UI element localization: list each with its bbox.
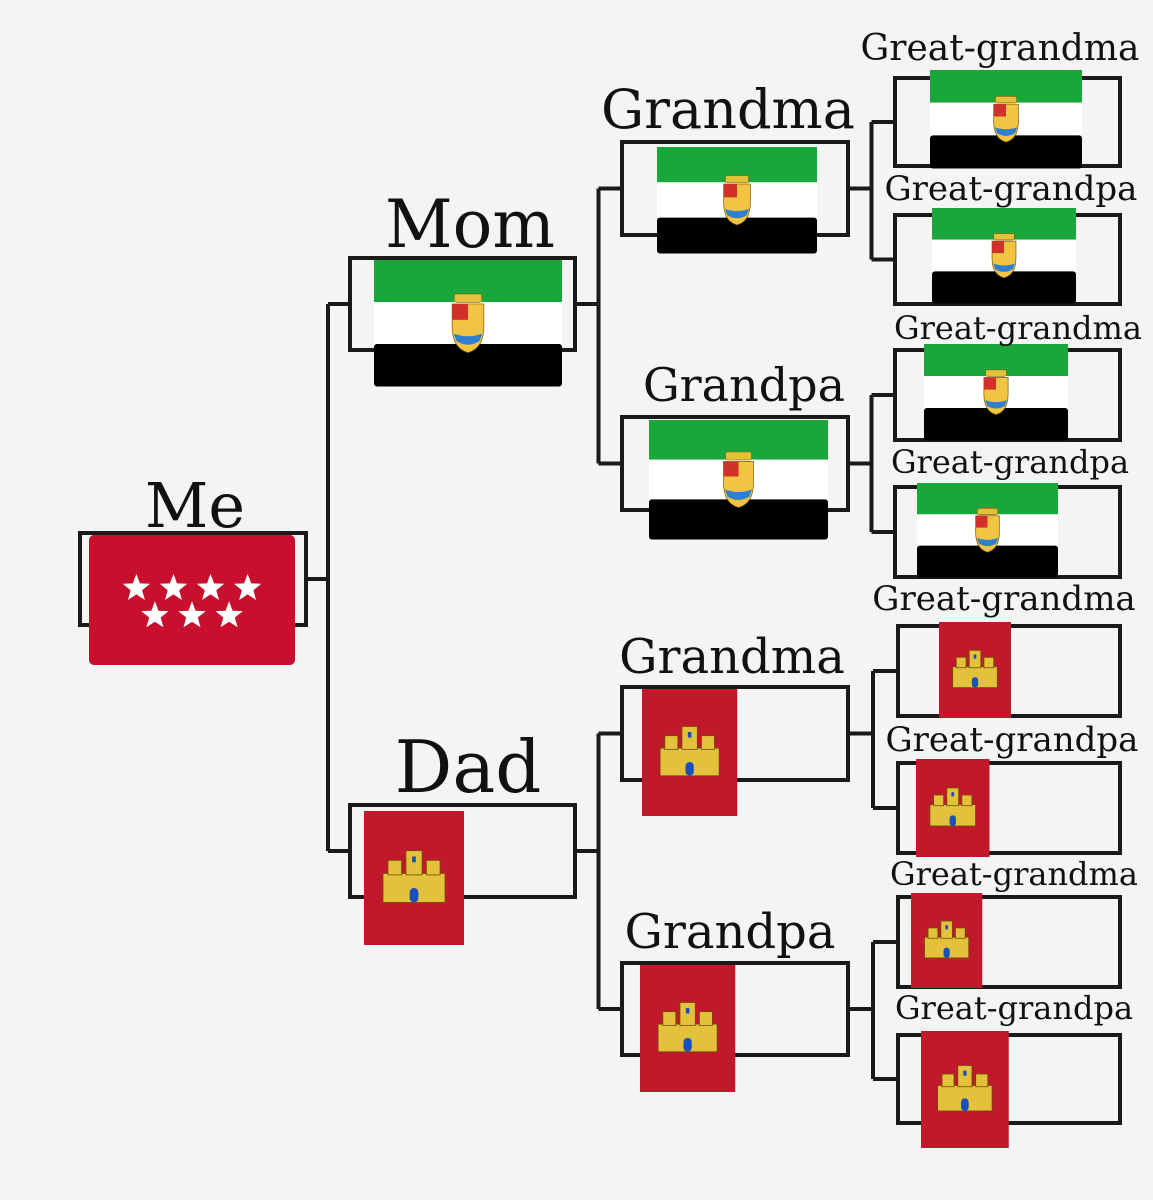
box-right-bracket — [830, 961, 850, 1057]
extremadura-flag-coat-of-arms — [932, 208, 1076, 304]
coat-of-arms-icon — [983, 369, 1009, 415]
castle-icon — [657, 1002, 718, 1053]
extremadura-black-band — [917, 545, 1058, 578]
node-box-ggp-1 — [893, 213, 1122, 306]
box-right-bracket — [1102, 348, 1122, 442]
connector-dad-grandpa — [848, 940, 898, 1081]
label-mom-grandpa: Grandpa — [643, 358, 845, 412]
label-dad-grandpa: Grandpa — [625, 904, 836, 960]
label-dad: Dad — [395, 725, 542, 809]
madrid-flag-field — [89, 535, 295, 665]
castilla-la-mancha-flag-castle — [642, 689, 738, 816]
box-left-bracket — [348, 256, 368, 352]
coat-of-arms-icon — [451, 293, 485, 353]
box-right-bracket — [830, 140, 850, 237]
box-left-bracket — [620, 961, 640, 1057]
label-ggm-3: Great-grandma — [872, 579, 1135, 619]
box-right-bracket — [1102, 624, 1122, 718]
box-right-bracket — [1102, 895, 1122, 989]
castle-icon — [937, 1065, 993, 1112]
extremadura-flag-coat-of-arms — [917, 483, 1058, 578]
star-icon — [159, 573, 188, 600]
castle-icon — [382, 850, 446, 903]
box-left-bracket — [896, 624, 916, 718]
tree-connectors — [306, 120, 898, 1081]
extremadura-flag-coat-of-arms — [649, 420, 828, 540]
box-left-bracket — [620, 415, 640, 512]
box-right-bracket — [1102, 76, 1122, 168]
connector-dad — [575, 731, 622, 1011]
castle-icon — [952, 649, 998, 688]
label-ggp-3: Great-grandpa — [886, 720, 1139, 760]
extremadura-black-band — [932, 271, 1076, 304]
extremadura-black-band — [657, 217, 817, 254]
box-right-bracket — [557, 803, 577, 899]
castle-icon — [924, 920, 970, 959]
connector-dad-grandma — [848, 669, 898, 810]
castilla-la-mancha-flag-castle — [939, 622, 1011, 718]
star-icon — [196, 573, 225, 600]
star-icon — [141, 601, 169, 628]
madrid-flag-seven-stars — [89, 535, 295, 665]
star-icon — [178, 601, 206, 628]
label-me: Me — [145, 469, 245, 542]
box-right-bracket — [1102, 761, 1122, 855]
castilla-la-mancha-flag-castle — [911, 893, 983, 988]
castilla-la-mancha-flag-castle — [364, 811, 464, 945]
castle-icon — [659, 726, 720, 777]
label-ggm-4: Great-grandma — [890, 855, 1138, 893]
box-left-bracket — [893, 76, 913, 168]
box-left-bracket — [620, 685, 640, 782]
box-right-bracket — [1102, 213, 1122, 306]
box-left-bracket — [620, 140, 640, 237]
star-icon — [122, 573, 151, 600]
connector-me — [306, 302, 350, 853]
extremadura-black-band — [930, 135, 1082, 169]
box-left-bracket — [896, 1033, 916, 1125]
box-right-bracket — [1102, 485, 1122, 579]
coat-of-arms-icon — [723, 175, 751, 226]
box-left-bracket — [893, 485, 913, 579]
label-ggp-2: Great-grandpa — [891, 443, 1129, 481]
castilla-la-mancha-flag-castle — [916, 759, 990, 857]
label-mom: Mom — [385, 186, 555, 263]
star-icon — [233, 573, 262, 600]
connector-mom-grandma — [848, 120, 895, 262]
coat-of-arms-icon — [991, 233, 1017, 279]
extremadura-black-band — [374, 344, 562, 387]
castle-icon — [929, 787, 976, 827]
extremadura-black-band — [924, 408, 1068, 441]
castilla-la-mancha-flag-castle — [640, 965, 736, 1092]
box-left-bracket — [893, 213, 913, 306]
label-dad-grandma: Grandma — [619, 629, 845, 685]
tree-flags — [89, 70, 1082, 1148]
connector-mom — [575, 186, 622, 466]
tree-labels: MeMomDadGrandmaGrandpaGrandmaGrandpaGrea… — [145, 28, 1142, 1027]
star-icon — [215, 601, 243, 628]
extremadura-black-band — [649, 499, 828, 540]
label-ggp-1: Great-grandpa — [885, 169, 1138, 209]
coat-of-arms-icon — [993, 96, 1019, 143]
box-left-bracket — [896, 761, 916, 855]
box-right-bracket — [830, 415, 850, 512]
extremadura-flag-coat-of-arms — [374, 260, 562, 387]
label-ggm-2: Great-grandma — [894, 309, 1142, 347]
connector-mom-grandpa — [848, 393, 895, 534]
extremadura-flag-coat-of-arms — [930, 70, 1082, 169]
box-right-bracket — [830, 685, 850, 782]
coat-of-arms-icon — [723, 451, 754, 508]
extremadura-flag-coat-of-arms — [657, 147, 817, 254]
label-ggp-4: Great-grandpa — [895, 989, 1133, 1027]
label-mom-grandma: Grandma — [601, 78, 855, 141]
box-left-bracket — [893, 348, 913, 442]
box-right-bracket — [1102, 1033, 1122, 1125]
label-ggm-1: Great-grandma — [861, 28, 1140, 69]
extremadura-flag-coat-of-arms — [924, 344, 1068, 441]
castilla-la-mancha-flag-castle — [921, 1031, 1009, 1148]
coat-of-arms-icon — [975, 507, 1000, 553]
